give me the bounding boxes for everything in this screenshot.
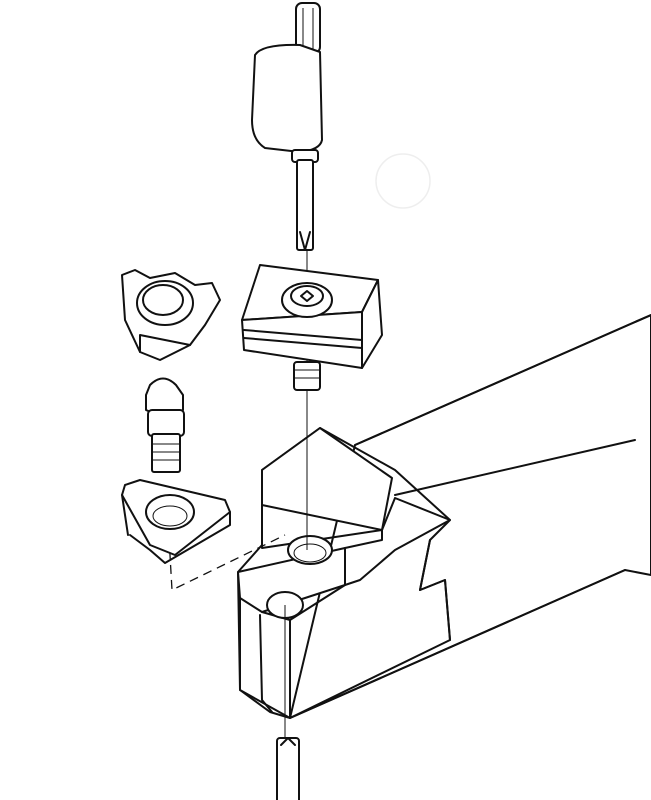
threading-insert: [121, 269, 221, 361]
shim-screw: [145, 377, 185, 473]
shim-plate: [121, 479, 231, 564]
torx-t-wrench: [251, 2, 323, 251]
clamp-block: [241, 264, 383, 391]
torx-socket-icon: [300, 290, 314, 302]
faint-circle-mark: [375, 153, 431, 209]
torx-key-bottom: [276, 737, 300, 800]
